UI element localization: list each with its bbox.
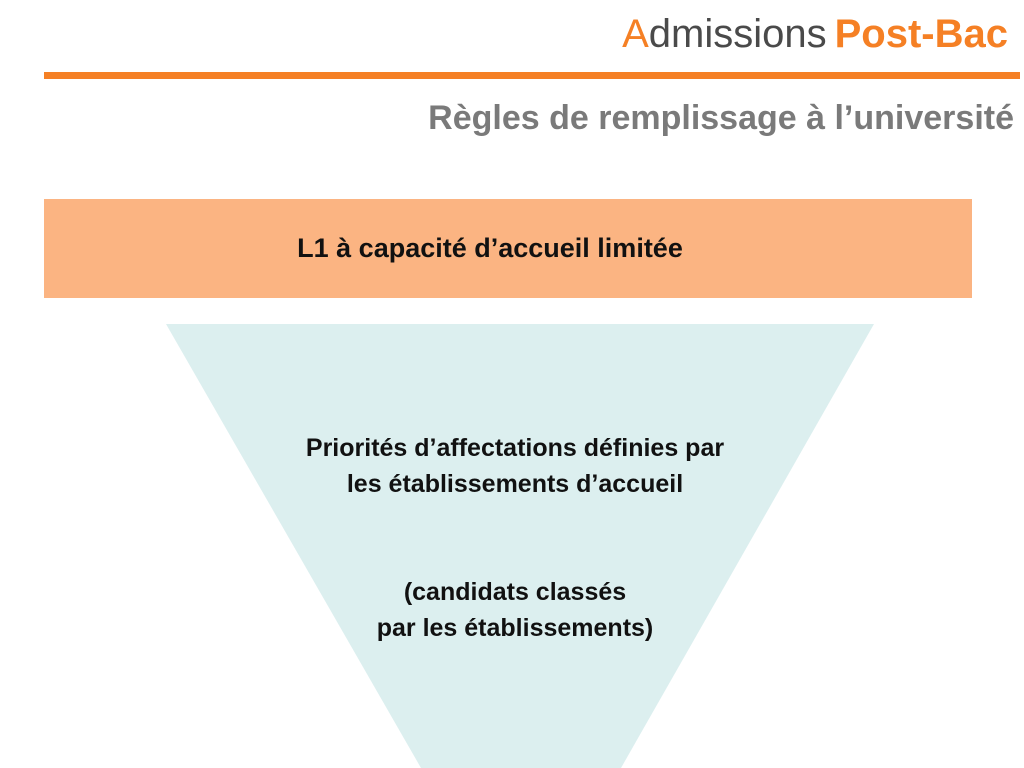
funnel-triangle — [166, 324, 874, 768]
priority-text: Priorités d’affectations définies par le… — [265, 430, 765, 502]
ranking-line-2: par les établissements) — [376, 614, 654, 642]
logo-letter-a: A — [622, 12, 649, 56]
capacity-banner: L1 à capacité d’accueil limitée — [44, 199, 972, 298]
logo-admissions-word: dmissions — [648, 12, 827, 56]
ranking-line-1: (candidats classés — [403, 578, 627, 606]
priority-line-2: les établissements d’accueil — [346, 470, 684, 498]
banner-text: L1 à capacité d’accueil limitée — [297, 233, 683, 263]
logo-post-bac-word: Post-Bac — [834, 12, 1008, 56]
header-divider — [44, 72, 1020, 79]
page-title: Règles de remplissage à l’université — [428, 99, 1014, 137]
ranking-note: (candidats classés par les établissement… — [265, 574, 765, 646]
priority-line-1: Priorités d’affectations définies par — [305, 434, 725, 462]
